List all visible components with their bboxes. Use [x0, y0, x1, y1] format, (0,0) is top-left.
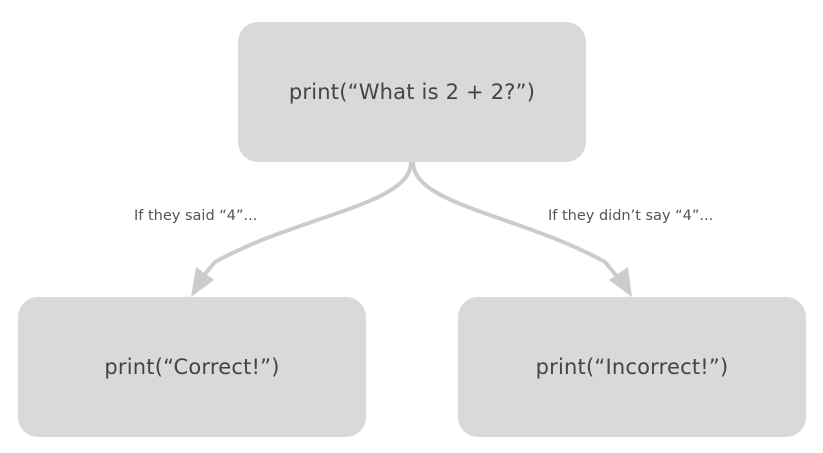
arrowhead-to-correct: [191, 267, 214, 297]
node-incorrect: print(“Incorrect!”): [458, 297, 806, 437]
node-correct-text: print(“Correct!”): [104, 355, 280, 379]
edge-label-incorrect: If they didn’t say “4”...: [548, 208, 714, 224]
node-question: print(“What is 2 + 2?”): [238, 22, 586, 162]
node-question-text: print(“What is 2 + 2?”): [288, 80, 536, 104]
arrowhead-to-incorrect: [609, 267, 632, 297]
connector-to-correct: [198, 160, 413, 282]
node-correct: print(“Correct!”): [18, 297, 366, 437]
edge-label-correct: If they said “4”...: [134, 208, 258, 224]
connector-to-incorrect: [411, 160, 622, 282]
node-incorrect-text: print(“Incorrect!”): [535, 355, 729, 379]
